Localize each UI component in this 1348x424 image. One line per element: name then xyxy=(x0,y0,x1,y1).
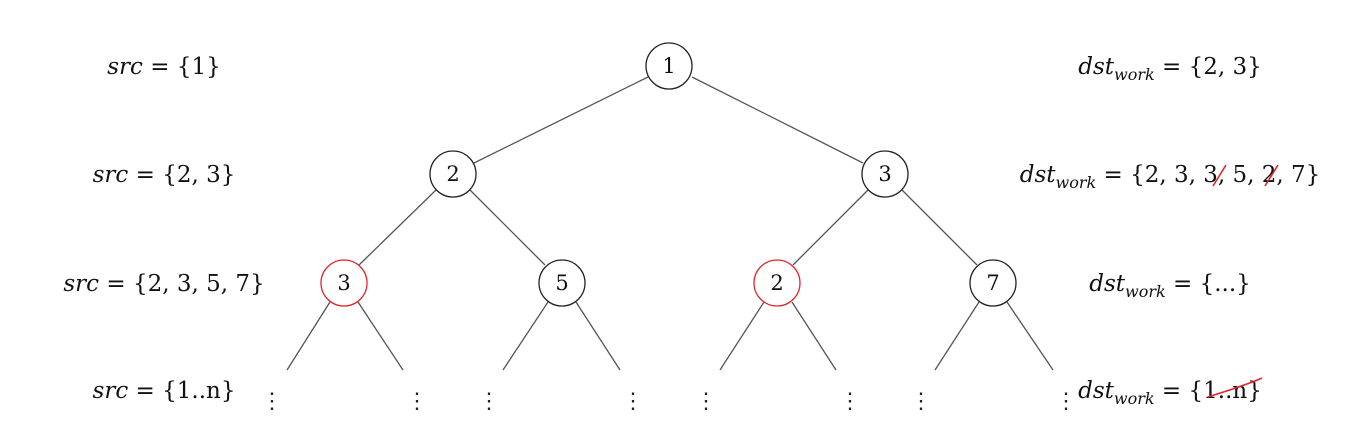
dst-value: {2, 3} xyxy=(1189,54,1262,80)
vertical-dots: ⋮ xyxy=(910,389,932,414)
strike-mark-3 xyxy=(1212,164,1227,187)
src-var: src xyxy=(93,162,129,188)
dst-var: dst xyxy=(1020,162,1057,188)
src-equation: src = {2, 3, 5, 7} xyxy=(63,271,264,297)
src-value: {2, 3} xyxy=(162,162,235,188)
src-value: {1..n} xyxy=(162,378,235,404)
tree-nodes: 1 2 3 3 5 2 7 xyxy=(320,42,1017,307)
node-label: 2 xyxy=(446,162,459,186)
src-var: src xyxy=(63,271,99,297)
edge-7-leaf-left xyxy=(934,301,980,371)
src-eq: = xyxy=(143,54,177,80)
edge-7-leaf-right xyxy=(1006,301,1054,371)
vertical-dots: ⋮ xyxy=(839,389,861,414)
dst-subscript: work xyxy=(1114,65,1155,84)
src-eq: = xyxy=(128,378,162,404)
tree-node: 2 xyxy=(753,259,801,307)
edge-5-leaf-right xyxy=(575,301,621,371)
tree-edges xyxy=(286,76,1054,371)
node-label: 1 xyxy=(662,54,675,78)
edge-1-3 xyxy=(691,76,864,164)
src-equation: src = {1} xyxy=(107,54,221,80)
src-var: src xyxy=(107,54,143,80)
dst-equation: dstwork = {2, 3, 3, 5, 2, 7} xyxy=(1020,162,1321,192)
vertical-dots: ⋮ xyxy=(406,389,428,414)
tree-node: 1 xyxy=(645,42,693,90)
tree-node: 3 xyxy=(320,259,368,307)
edge-2-3 xyxy=(358,189,437,266)
vertical-dots: ⋮ xyxy=(622,389,644,414)
dst-var: dst xyxy=(1089,271,1126,297)
dst-equations: dstwork = {2, 3} dstwork = {2, 3, 3, 5, … xyxy=(1020,54,1321,408)
dst-equation: dstwork = {...} xyxy=(1089,271,1251,301)
strike-mark-1-n xyxy=(1207,377,1263,398)
dst-var: dst xyxy=(1078,54,1115,80)
node-label: 3 xyxy=(878,162,891,186)
dst-value: {...} xyxy=(1200,271,1251,297)
src-equation: src = {1..n} xyxy=(93,378,236,404)
src-equations: src = {1} src = {2, 3} src = {2, 3, 5, 7… xyxy=(63,54,264,404)
vertical-dots: ⋮ xyxy=(695,389,717,414)
edge-3-7 xyxy=(901,189,978,266)
tree-node: 7 xyxy=(969,259,1017,307)
edge-1-2 xyxy=(473,76,649,164)
edge-2b-leaf-left xyxy=(719,301,765,371)
dst-eq: = xyxy=(1155,378,1189,404)
src-eq: = xyxy=(99,271,133,297)
strike-mark-2 xyxy=(1264,164,1279,187)
continuation-dots: ⋮ ⋮ ⋮ ⋮ ⋮ ⋮ ⋮ ⋮ xyxy=(261,389,1077,414)
edge-3-leaf-right xyxy=(357,301,404,371)
src-value: {2, 3, 5, 7} xyxy=(133,271,265,297)
edge-2b-leaf-right xyxy=(791,301,837,371)
vertical-dots: ⋮ xyxy=(1055,389,1077,414)
node-label: 2 xyxy=(770,271,783,295)
dst-subscript: work xyxy=(1125,282,1166,301)
dst-eq: = xyxy=(1155,54,1189,80)
edge-2-5 xyxy=(469,189,546,266)
dst-subscript: work xyxy=(1114,389,1155,408)
src-value: {1} xyxy=(177,54,221,80)
vertical-dots: ⋮ xyxy=(261,389,283,414)
tree-node: 5 xyxy=(538,259,586,307)
src-eq: = xyxy=(128,162,162,188)
edge-3-leaf-left xyxy=(286,301,331,371)
src-var: src xyxy=(93,378,129,404)
dst-var: dst xyxy=(1078,378,1115,404)
tree-node: 3 xyxy=(861,150,909,198)
src-equation: src = {2, 3} xyxy=(93,162,236,188)
edge-3-2 xyxy=(792,189,869,266)
dst-subscript: work xyxy=(1056,173,1097,192)
dst-eq: = xyxy=(1166,271,1200,297)
tree-node: 2 xyxy=(429,150,477,198)
node-label: 3 xyxy=(337,271,350,295)
dst-equation: dstwork = {2, 3} xyxy=(1078,54,1262,84)
node-label: 5 xyxy=(555,271,568,295)
edge-5-leaf-left xyxy=(502,301,549,371)
node-label: 7 xyxy=(986,271,999,295)
dst-equation: dstwork = {1..n} xyxy=(1078,378,1262,408)
strike-marks xyxy=(1207,164,1279,398)
dst-eq: = xyxy=(1096,162,1130,188)
vertical-dots: ⋮ xyxy=(478,389,500,414)
